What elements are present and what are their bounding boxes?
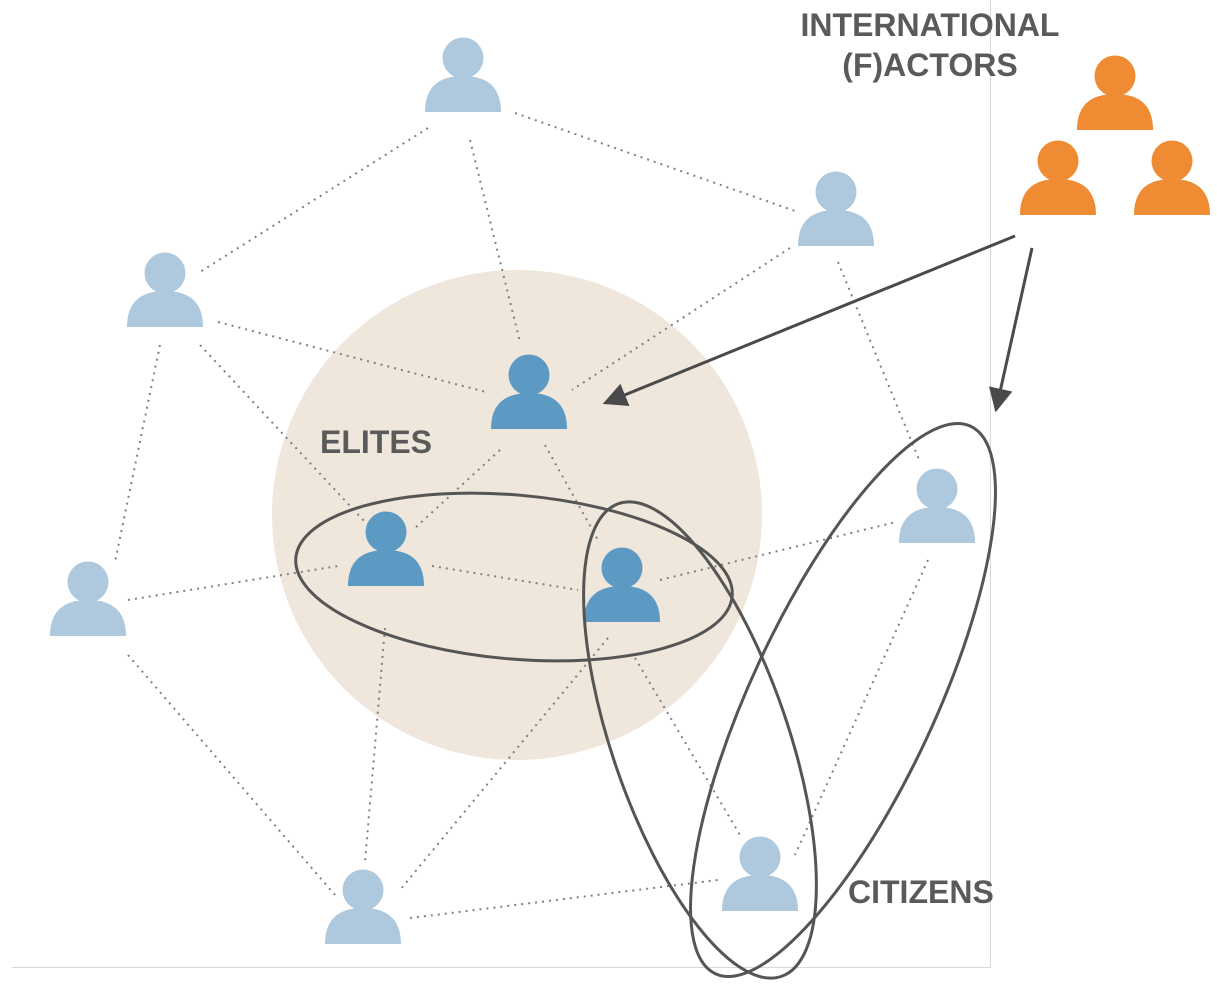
edge	[571, 247, 791, 391]
citizen-person-icon	[899, 468, 975, 543]
elite-person-icon	[491, 354, 567, 429]
edge	[127, 565, 339, 601]
group-outlines	[294, 422, 997, 980]
influence-arrows	[602, 234, 1034, 413]
citizen-person-icon	[127, 252, 203, 327]
international-person-icon	[1134, 140, 1210, 215]
elites-label: ELITES	[320, 424, 433, 460]
citizens-label: CITIZENS	[848, 874, 994, 910]
elite-person-icon	[584, 547, 660, 622]
citizen-person-icon	[722, 836, 798, 911]
edge	[409, 879, 719, 919]
edge	[199, 127, 429, 273]
international-label-line1: INTERNATIONAL	[800, 7, 1060, 43]
edge	[114, 344, 161, 563]
citizen-person-icon	[325, 869, 401, 944]
edge	[199, 344, 366, 523]
citizen-person-icon	[425, 37, 501, 112]
arrow-to-elites	[602, 234, 1016, 406]
network-edges	[114, 112, 929, 919]
citizen-person-icon	[798, 171, 874, 246]
international-person-icon	[1077, 55, 1153, 130]
citizen-elite-outline	[582, 500, 818, 980]
edge	[794, 559, 929, 856]
frame-right-edge	[990, 0, 991, 968]
citizen-person-icon	[50, 561, 126, 636]
edge	[837, 261, 921, 463]
frame-bottom-edge	[12, 967, 991, 968]
arrow-to-citizens	[988, 247, 1034, 413]
international-actors-label: INTERNATIONAL (F)ACTORS	[760, 5, 1100, 85]
edge	[127, 654, 336, 896]
edge	[514, 112, 799, 213]
citizen-group-outline	[689, 422, 997, 978]
international-person-icon	[1020, 140, 1096, 215]
elite-person-icon	[348, 511, 424, 586]
edge	[414, 449, 501, 529]
international-label-line2: (F)ACTORS	[842, 47, 1018, 83]
elite-zone	[272, 270, 762, 760]
